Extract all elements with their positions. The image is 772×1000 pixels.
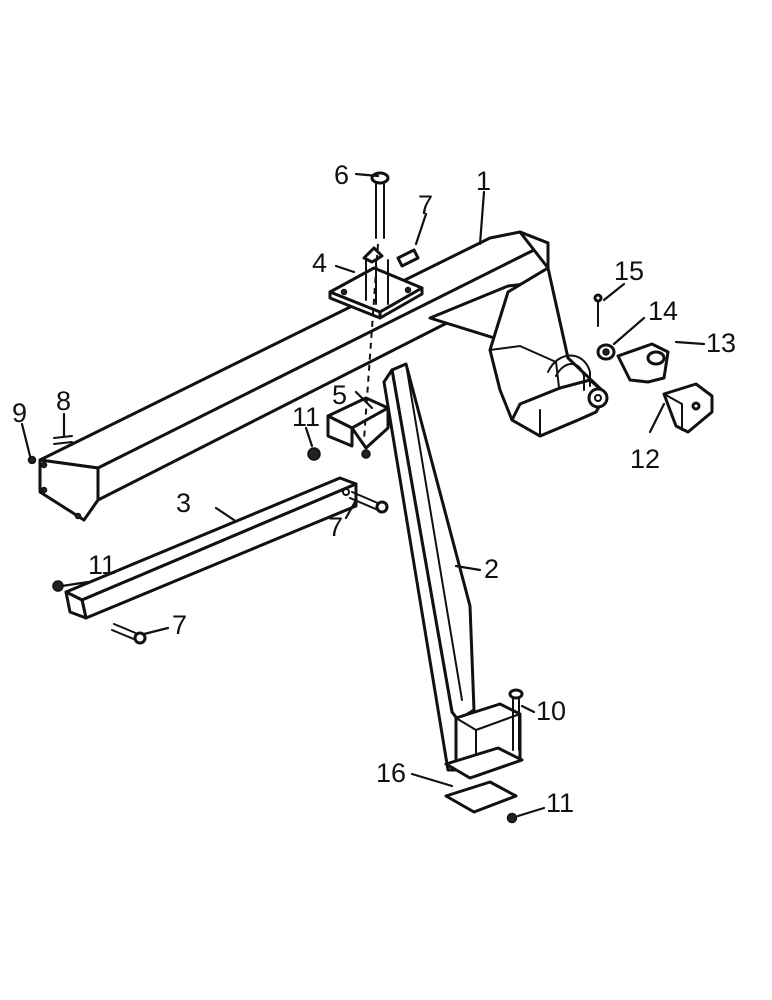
callout-8: 8 bbox=[56, 386, 71, 416]
nut-11-middle bbox=[307, 447, 321, 461]
callout-1: 1 bbox=[476, 166, 491, 196]
pin-15 bbox=[593, 293, 603, 327]
callout-12: 12 bbox=[630, 444, 660, 474]
callout-4: 4 bbox=[312, 248, 327, 278]
bolt-10 bbox=[508, 688, 524, 751]
callout-11-bottom: 11 bbox=[546, 788, 574, 818]
foot-plate-part bbox=[444, 702, 524, 814]
bolt-7-lower bbox=[111, 623, 147, 645]
nut-11-bottom bbox=[506, 812, 518, 824]
crossbar-part bbox=[64, 476, 358, 620]
callout-11-middle: 11 bbox=[292, 402, 320, 432]
callout-16: 16 bbox=[376, 758, 406, 788]
bolt-7-middle bbox=[349, 491, 389, 514]
callout-14: 14 bbox=[648, 296, 678, 326]
bracket-12 bbox=[662, 382, 714, 434]
callout-9: 9 bbox=[12, 398, 27, 428]
callout-13: 13 bbox=[706, 328, 736, 358]
lower-bracket-part bbox=[326, 396, 390, 459]
nut-9 bbox=[27, 455, 37, 465]
callout-7-middle: 7 bbox=[328, 512, 343, 542]
callout-7-lower: 7 bbox=[172, 610, 187, 640]
callout-7-top: 7 bbox=[418, 190, 433, 220]
bolt-7-top bbox=[396, 248, 420, 268]
callout-labels: 1 2 3 4 5 6 7 7 7 8 9 10 11 11 11 12 13 … bbox=[12, 160, 736, 818]
washer-14 bbox=[596, 343, 616, 361]
callout-2: 2 bbox=[484, 554, 499, 584]
callout-10: 10 bbox=[536, 696, 566, 726]
callout-15: 15 bbox=[614, 256, 644, 286]
upper-bracket-part bbox=[328, 246, 424, 320]
leader-lines bbox=[20, 172, 706, 818]
callout-11-left: 11 bbox=[88, 550, 116, 580]
clevis-13 bbox=[616, 342, 670, 384]
bolt-8 bbox=[53, 435, 73, 445]
callout-3: 3 bbox=[176, 488, 191, 518]
long-bolt-part bbox=[370, 171, 390, 239]
callout-5: 5 bbox=[332, 380, 347, 410]
callout-6: 6 bbox=[334, 160, 349, 190]
